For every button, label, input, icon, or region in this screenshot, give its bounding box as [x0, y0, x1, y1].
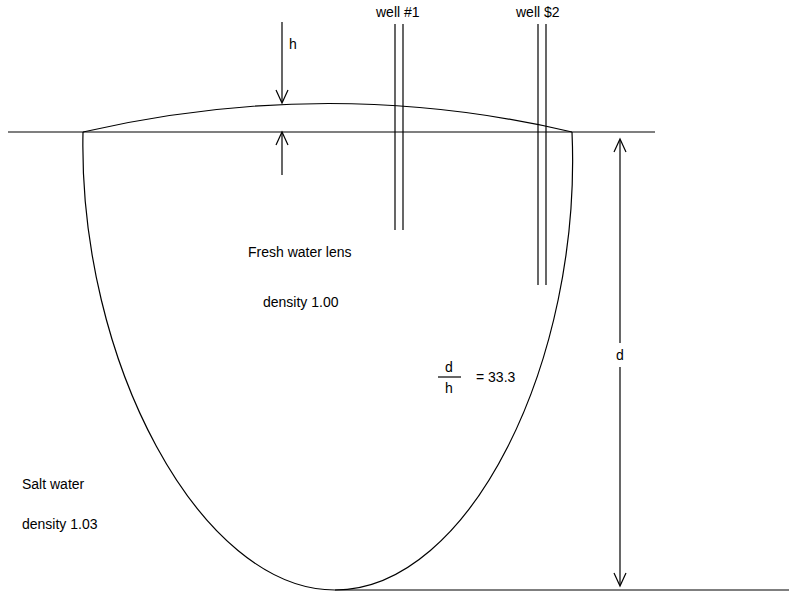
dimension-label: d — [614, 347, 626, 363]
water-table-curve — [83, 104, 572, 133]
zone-label: density 1.00 — [263, 294, 339, 310]
dimension-line — [619, 140, 620, 343]
arrow-head — [276, 132, 288, 145]
zone-label: Fresh water lens — [248, 244, 351, 260]
h-arrow — [281, 22, 282, 102]
sea-level-line — [8, 131, 655, 132]
arrow-head — [276, 90, 288, 103]
well-casing — [394, 24, 395, 230]
well-casing — [545, 24, 546, 285]
arrow-head — [614, 139, 626, 152]
zone-label: Salt water — [22, 476, 84, 492]
ratio-label: d — [445, 359, 453, 375]
dimension-line — [619, 367, 620, 585]
h-arrow — [281, 133, 282, 175]
dimension-label: h — [289, 36, 297, 52]
zone-label: density 1.03 — [22, 516, 98, 532]
fraction-bar — [438, 376, 461, 377]
well-label: well #1 — [376, 4, 420, 20]
lens-boundary — [83, 132, 573, 590]
well-label: well $2 — [516, 4, 560, 20]
base-line — [335, 589, 789, 590]
ratio-label: h — [445, 380, 453, 396]
well-casing — [402, 24, 403, 230]
well-casing — [537, 24, 538, 285]
ratio-label: = 33.3 — [476, 369, 515, 385]
arrow-head — [614, 573, 626, 586]
